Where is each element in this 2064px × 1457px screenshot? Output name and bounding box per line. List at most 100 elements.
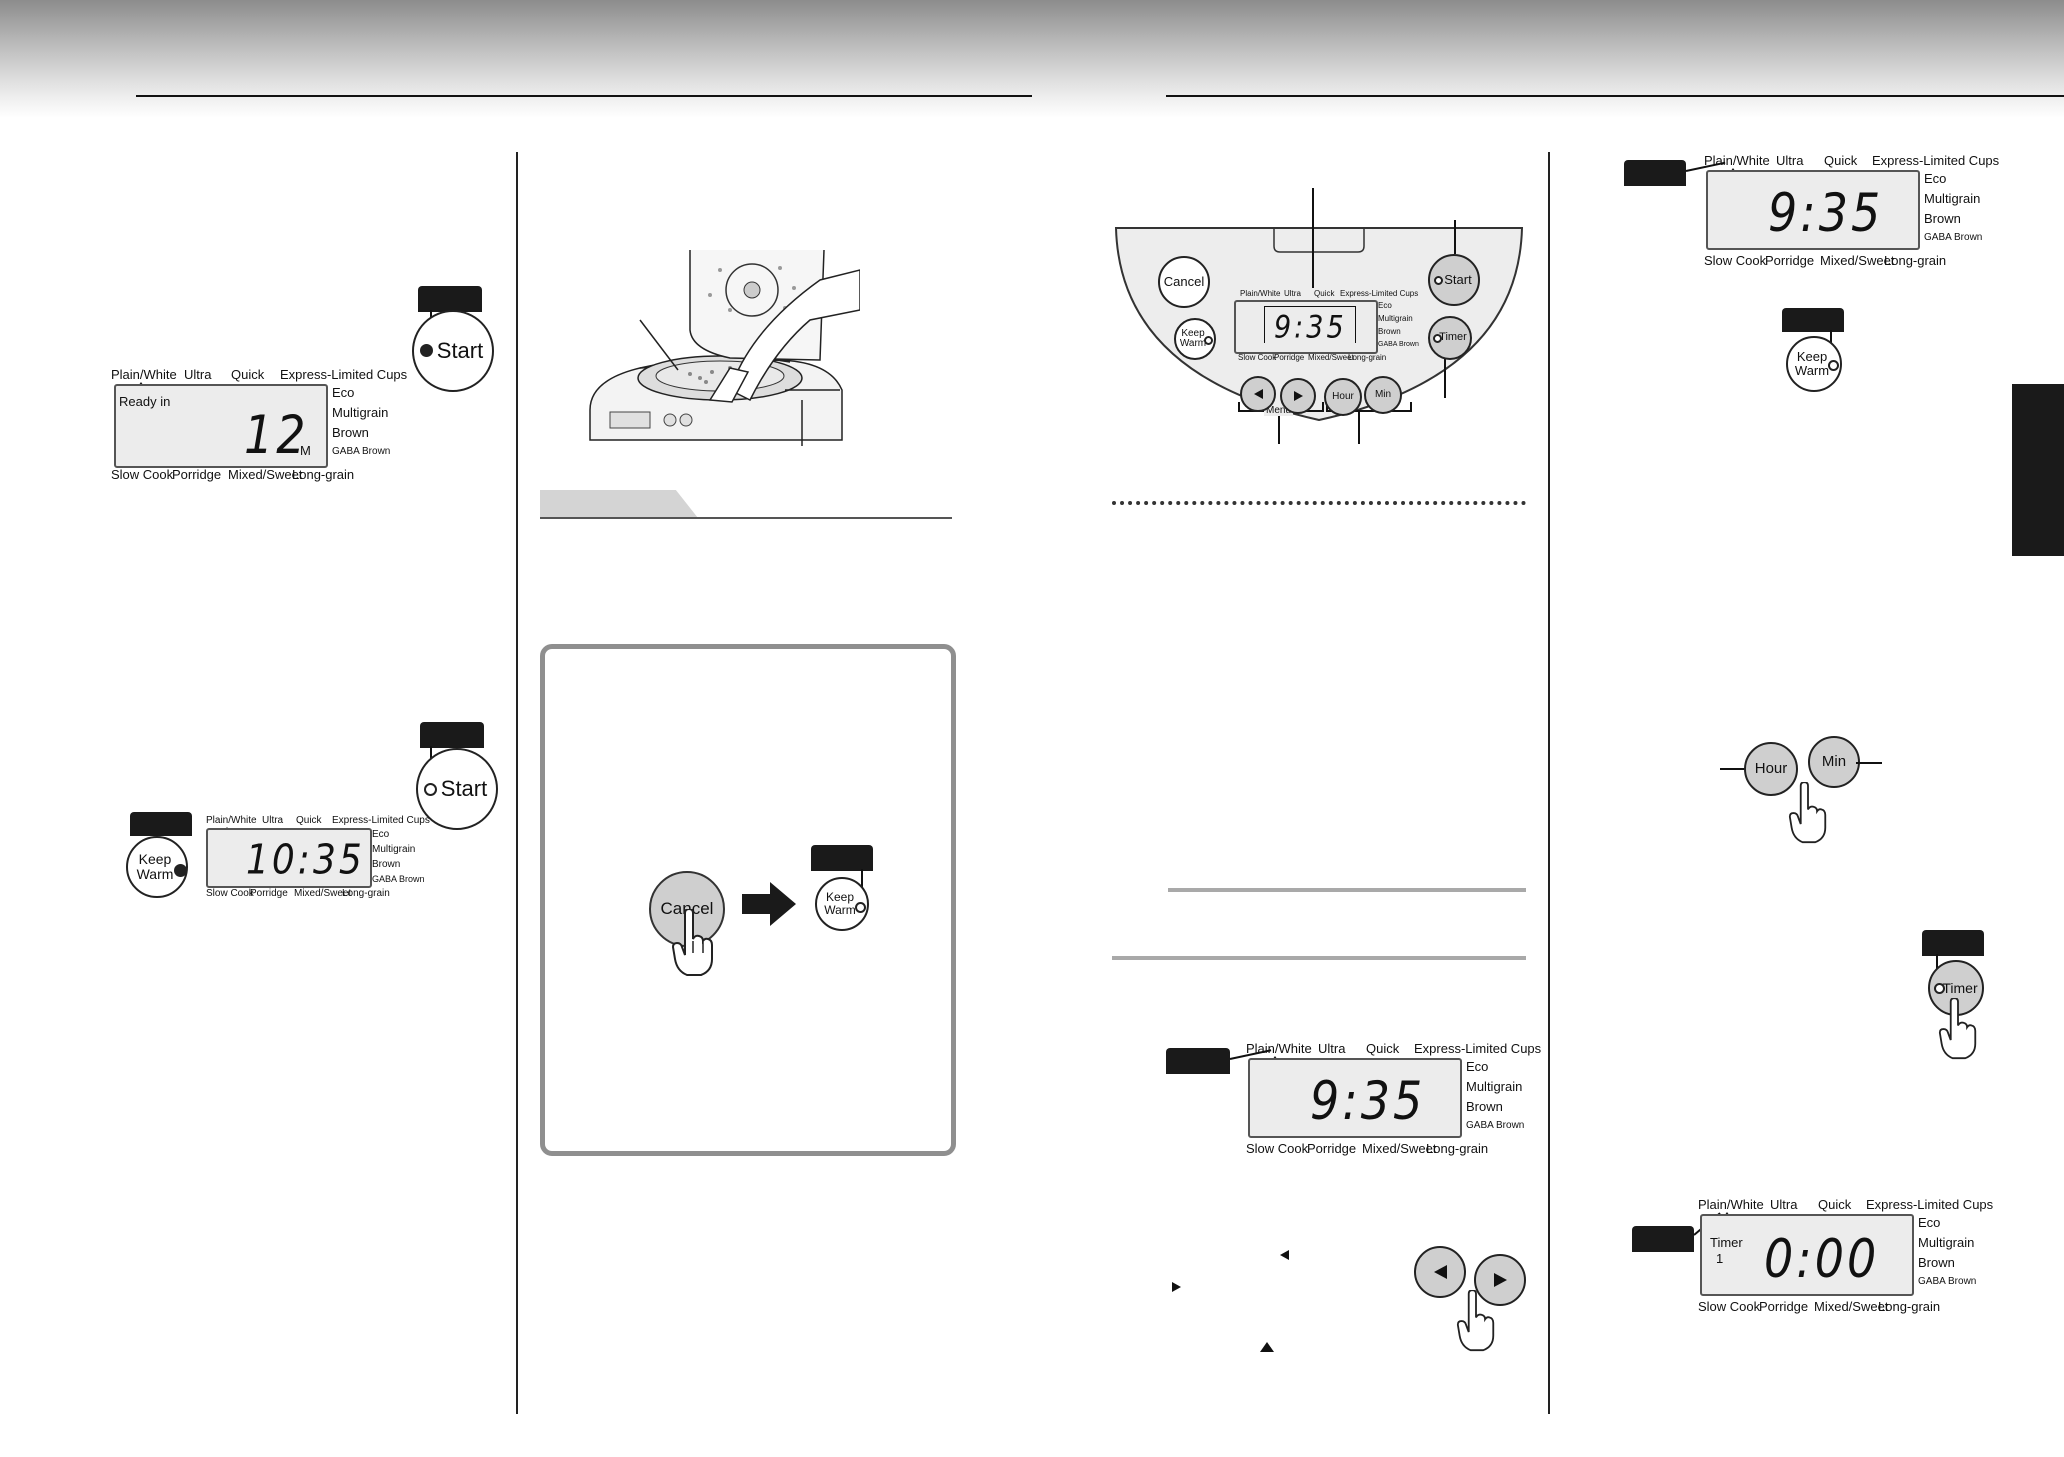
- right-arrow-icon: [1493, 1273, 1507, 1287]
- step-tag: [811, 845, 873, 871]
- start-indicator: [1434, 276, 1443, 285]
- step-tag: [420, 722, 484, 748]
- panel-lcd-display: Plain/White Ultra Quick Express-Limited …: [1220, 288, 1420, 366]
- mode-long-grain: Long-grain: [1884, 253, 1947, 268]
- step-tag: [1624, 160, 1686, 186]
- mode-long-grain: Long-grain: [1348, 353, 1387, 362]
- lcd-digits: 9:35: [1310, 1069, 1426, 1132]
- timer-button[interactable]: Timer: [1428, 316, 1472, 360]
- mode-multigrain: Multigrain: [1378, 314, 1413, 323]
- menu-right-button[interactable]: [1280, 378, 1316, 414]
- hand-pointer-icon: [1788, 782, 1827, 844]
- step-tag: [1166, 1048, 1230, 1074]
- section-side-tab: [2012, 384, 2064, 556]
- start-label: Start: [436, 338, 484, 364]
- min-button[interactable]: Min: [1364, 376, 1402, 414]
- cancel-label: Cancel: [1163, 274, 1205, 290]
- timer-number: 1: [1716, 1251, 1724, 1266]
- start-button-2[interactable]: Start: [416, 748, 498, 830]
- hour-min-callout-line: [1358, 410, 1360, 444]
- lcd-screen: 9:35: [1248, 1058, 1462, 1138]
- mode-slow-cook: Slow Cook: [1246, 1141, 1309, 1156]
- mode-quick: Quick: [296, 815, 322, 826]
- lcd-display-clock-2: Plain/White Ultra Quick Express-Limited …: [1244, 1040, 1541, 1160]
- mode-slow-cook: Slow Cook: [1238, 353, 1277, 362]
- keep-warm-indicator: [1828, 360, 1839, 371]
- mode-mixed-sweet: Mixed/Sweet: [1362, 1141, 1437, 1156]
- right-arrow-icon: [1172, 1282, 1181, 1292]
- lcd-display-clock: Plain/White Ultra Quick Express-Limited …: [204, 814, 430, 904]
- mode-brown: Brown: [1378, 327, 1401, 336]
- mode-long-grain: Long-grain: [1878, 1299, 1941, 1314]
- mode-porridge: Porridge: [1274, 353, 1305, 362]
- keep-warm-indicator: [1204, 336, 1213, 345]
- hand-pointer-icon: [1938, 998, 1977, 1060]
- mode-ultra: Ultra: [184, 367, 212, 382]
- mode-slow-cook: Slow Cook: [111, 467, 174, 482]
- start-label: Start: [1444, 272, 1472, 288]
- mode-mixed-sweet: Mixed/Sweet: [294, 888, 352, 899]
- mode-porridge: Porridge: [1759, 1299, 1809, 1314]
- timer-label: Timer: [1439, 331, 1467, 344]
- mode-multigrain: Multigrain: [332, 405, 389, 420]
- timer-text: Timer: [1710, 1235, 1743, 1250]
- clock-bracket: [1264, 306, 1356, 343]
- mode-eco: Eco: [1378, 301, 1392, 310]
- lcd-digits: 12: [244, 403, 309, 466]
- menu-label: Menu: [1264, 405, 1294, 416]
- min-button[interactable]: Min: [1808, 736, 1860, 788]
- mode-eco: Eco: [1918, 1215, 1941, 1230]
- mode-brown: Brown: [1918, 1255, 1955, 1270]
- hour-button[interactable]: Hour: [1324, 378, 1362, 416]
- menu-right-button[interactable]: [1474, 1254, 1526, 1306]
- callout-line-display: [1312, 188, 1314, 288]
- lcd-screen: 10:35: [206, 828, 372, 888]
- menu-left-button[interactable]: [1240, 376, 1276, 412]
- gray-rule-1: [1168, 888, 1526, 892]
- step-tag: [1782, 308, 1844, 332]
- left-arrow-icon: [1280, 1250, 1289, 1260]
- lcd-screen: Timer 1 0:00: [1700, 1214, 1914, 1296]
- mode-porridge: Porridge: [250, 888, 288, 899]
- cancel-button[interactable]: Cancel: [1158, 256, 1210, 308]
- mode-gaba-brown: GABA Brown: [1924, 232, 1983, 243]
- min-label: Min: [1374, 388, 1392, 400]
- hour-button[interactable]: Hour: [1744, 742, 1798, 796]
- column-divider-1: [516, 152, 518, 1414]
- dotted-separator: [1112, 501, 1526, 505]
- section-heading-tab: [540, 490, 698, 518]
- step-tag: [418, 286, 482, 312]
- start-button[interactable]: Start: [412, 310, 494, 392]
- mode-plain-white: Plain/White: [1704, 153, 1770, 168]
- lcd-screen: 9:35: [1706, 170, 1920, 250]
- keep-warm-indicator-lit: [174, 864, 187, 877]
- mode-eco: Eco: [1924, 171, 1947, 186]
- mode-porridge: Porridge: [1765, 253, 1815, 268]
- left-arrow-icon: [1433, 1265, 1447, 1279]
- min-label: Min: [1821, 753, 1847, 771]
- lcd-digits: 9:35: [1274, 309, 1347, 346]
- hand-pointer-icon: [1456, 1290, 1495, 1352]
- column-divider-2: [1548, 152, 1550, 1414]
- mode-express: Express-Limited Cups: [1866, 1197, 1994, 1212]
- mode-porridge: Porridge: [1307, 1141, 1357, 1156]
- step-tag: [1922, 930, 1984, 956]
- warm-label: Warm: [1179, 338, 1207, 349]
- keep-label: Keep: [825, 890, 854, 905]
- mode-quick: Quick: [231, 367, 265, 382]
- menu-left-button[interactable]: [1414, 1246, 1466, 1298]
- ready-in-text: Ready in: [119, 394, 171, 409]
- start-button[interactable]: Start: [1428, 254, 1480, 306]
- mode-long-grain: Long-grain: [1426, 1141, 1489, 1156]
- mode-gaba-brown: GABA Brown: [1378, 341, 1419, 348]
- lcd-screen: 9:35: [1234, 300, 1378, 354]
- mode-plain-white: Plain/White: [1240, 289, 1281, 298]
- mode-quick: Quick: [1824, 153, 1858, 168]
- hour-callout-line: [1720, 768, 1746, 770]
- warm-label: Warm: [1794, 363, 1830, 378]
